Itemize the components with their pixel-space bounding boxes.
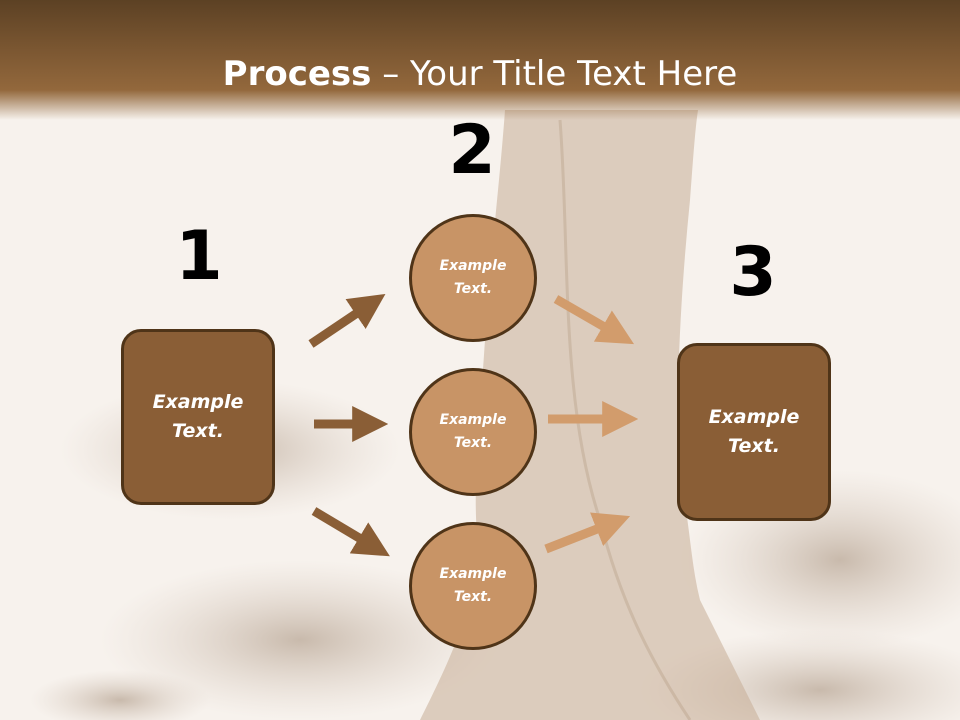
circle-bottom-text: Example Text. <box>439 566 507 605</box>
step-number-2: 2 <box>448 111 496 190</box>
arrow-circle-top-to-box <box>553 295 635 345</box>
step2-circle-bottom: Example Text. <box>409 522 537 650</box>
title-rest-part: Your Title Text Here <box>410 54 738 94</box>
step-number-3: 3 <box>729 233 777 312</box>
slide-title: Process – Your Title Text Here <box>0 52 960 96</box>
step2-circle-middle: Example Text. <box>409 368 537 496</box>
step1-box-text: Example Text. <box>152 391 244 442</box>
circle-middle-text: Example Text. <box>439 412 507 451</box>
arrow-box-to-circle-top <box>308 293 386 348</box>
circle-top-text: Example Text. <box>439 258 507 297</box>
step2-circle-top: Example Text. <box>409 214 537 342</box>
step3-box: Example Text. <box>677 343 831 521</box>
step3-box-text: Example Text. <box>708 406 800 457</box>
arrow-circle-bottom-to-box <box>544 512 631 554</box>
title-banner <box>0 0 960 120</box>
title-bold-part: Process <box>222 54 372 94</box>
step-number-1: 1 <box>175 217 223 296</box>
title-separator: – <box>371 54 411 94</box>
step1-box: Example Text. <box>121 329 275 505</box>
arrow-box-to-circle-bottom <box>311 507 390 557</box>
